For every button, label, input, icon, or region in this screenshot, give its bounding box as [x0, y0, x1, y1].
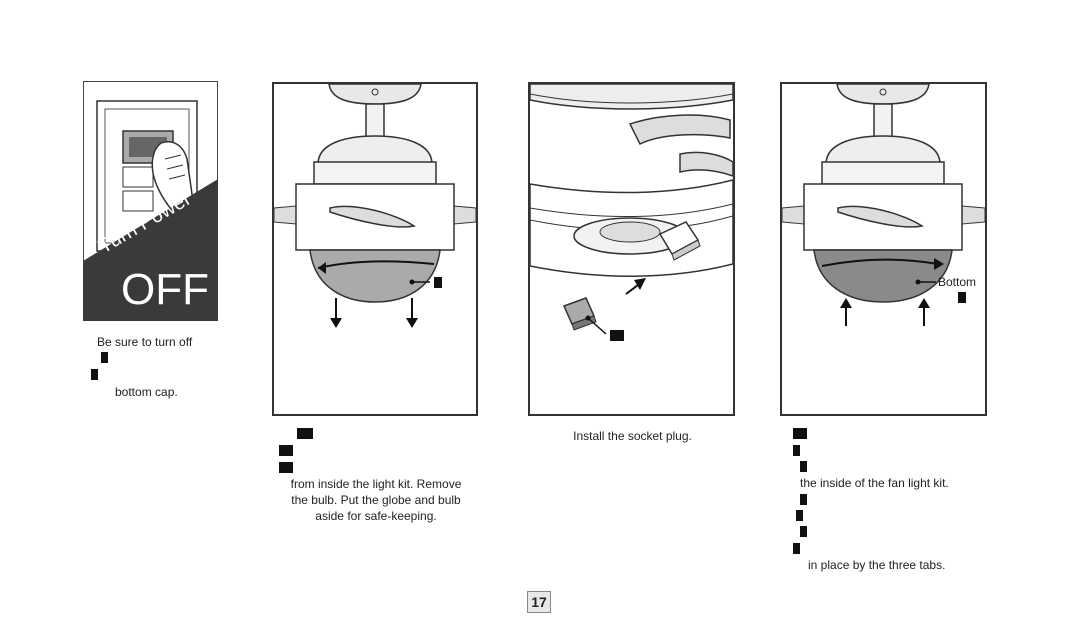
step2-callout-redacted: [434, 277, 442, 288]
step1-caption-line4: bottom cap.: [115, 385, 178, 399]
step2-caption-line6: aside for safe-keeping.: [315, 509, 437, 523]
step1-redacted-1: [101, 352, 108, 363]
fan-bottom-cap-install-icon: [782, 84, 985, 326]
socket-plug-install-icon: [530, 84, 733, 335]
fan-globe-removal-icon: [274, 84, 476, 328]
light-switch-hand-icon: [83, 81, 218, 321]
step4-panel: Bottom: [780, 82, 987, 416]
step1-redacted-2: [91, 369, 98, 380]
step4-redacted-6: [800, 526, 807, 537]
step4-redacted-1: [793, 428, 807, 439]
step4-redacted-7: [793, 543, 800, 554]
step4-redacted-4: [800, 494, 807, 505]
page-number: 17: [527, 591, 551, 613]
step4-caption-line3: the inside of the fan light kit.: [800, 476, 949, 490]
step1-caption-line1: Be sure to turn off: [97, 335, 193, 349]
step3-caption: Install the socket plug.: [573, 429, 692, 443]
step4-callout-redacted: [958, 292, 966, 303]
step2-redacted-1: [297, 428, 313, 439]
step4-caption-line8: in place by the three tabs.: [808, 558, 946, 572]
step3-callout-redacted: [610, 330, 624, 341]
step4-callout-bottom: Bottom: [938, 275, 977, 289]
step2-caption-line5: the bulb. Put the globe and bulb: [291, 493, 461, 507]
step2-redacted-3: [279, 462, 293, 473]
step3-panel: [528, 82, 735, 416]
off-label: OFF: [121, 265, 209, 314]
step4-redacted-5: [796, 510, 803, 521]
step4-redacted-2: [793, 445, 800, 456]
step4-redacted-3: [800, 461, 807, 472]
turn-power-off-illustration: Turn Power OFF: [83, 81, 218, 321]
step2-redacted-2: [279, 445, 293, 456]
step2-panel: [272, 82, 478, 416]
step2-caption-line4: from inside the light kit. Remove: [290, 477, 462, 491]
